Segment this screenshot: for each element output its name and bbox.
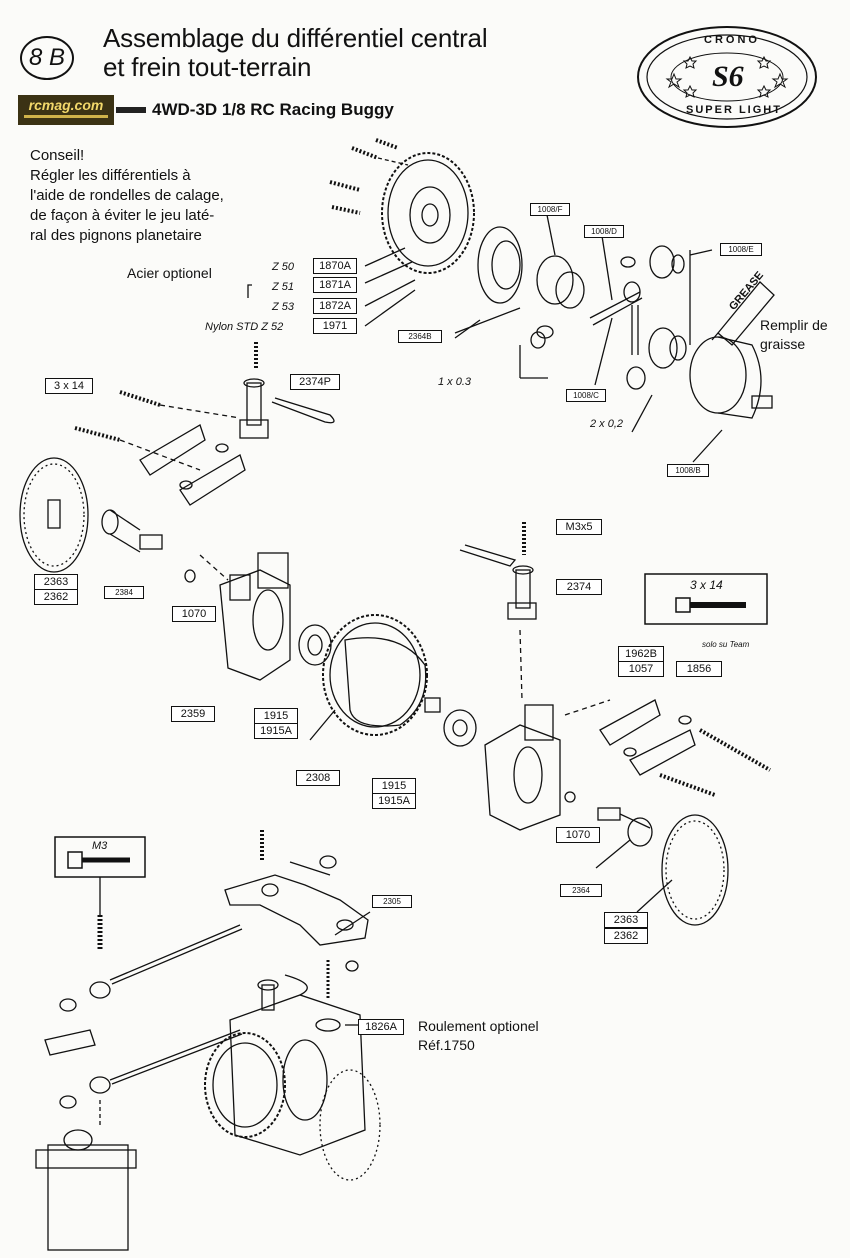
grease-tube [711,281,775,346]
model-name: 4WD-3D 1/8 RC Racing Buggy [152,100,394,119]
part-2364B: 2364B [398,330,442,343]
brake-pads-left [139,424,246,506]
part-2308: 2308 [296,770,340,786]
diff-mount-right [484,704,561,831]
part-1915A-left: 1915A [254,723,298,739]
tip-line: ral des pignons planetaire [30,227,202,244]
part-1856: 1856 [676,661,722,677]
part-1915-right: 1915 [372,778,416,794]
bearing-right-mid [443,709,477,747]
brake-disc-right [661,814,729,926]
part-1070-left: 1070 [172,606,216,622]
section-badge: 8 B [20,36,74,80]
gear-label-z53: Z 53 [272,301,295,313]
shim-1x03-label: 1 x 0.3 [438,376,472,388]
fill-grease-line1: Remplir de [760,317,828,333]
brand-mid-text: S6 [712,60,744,93]
part-2359: 2359 [171,706,215,722]
page-title-line2: et frein tout-terrain [103,52,312,82]
diff-internals [530,245,687,390]
spur-gear-top [381,152,475,274]
drive-cup-right [597,807,653,847]
part-2363-left: 2363 [34,574,78,590]
site-logo-underline [24,115,108,118]
gear-screws [329,138,409,215]
part-1057: 1057 [618,661,664,677]
part-1008B: 1008/B [667,464,709,477]
brand-logo: CRONO S6 SUPER LIGHT [634,24,820,130]
tip-block: Conseil! Régler les différentiels à l'ai… [30,146,230,246]
part-1870A: 1870A [313,258,357,274]
part-2374: 2374 [556,579,602,595]
part-1872A: 1872A [313,298,357,314]
tip-line: l'aide de rondelles de calage, [30,187,224,204]
screw-3x14-label-right: 3 x 14 [690,578,723,592]
part-1915-left: 1915 [254,708,298,724]
site-logo-text: rcmag.com [28,97,104,113]
diff-cover-plate [477,226,523,304]
steel-optional-note: Acier optionel [127,265,212,281]
drive-cup-left [101,509,163,553]
diff-case-mid [344,637,441,727]
part-2384: 2384 [104,586,144,599]
gear-label-z51: Z 51 [272,281,295,293]
part-1826A: 1826A [358,1019,404,1035]
part-2364: 2364 [560,884,602,897]
part-1070-right: 1070 [556,827,600,843]
brake-mount-post-right [459,522,537,620]
part-1971: 1971 [313,318,357,334]
gear-label-z52: Nylon STD Z 52 [205,321,284,333]
part-1871A: 1871A [313,277,357,293]
part-2362-left: 2362 [34,589,78,605]
bearing-optional-note: Roulement optionel Réf.1750 [418,1017,539,1055]
tip-line: de façon à éviter le jeu laté- [30,207,215,224]
brake-pads-right [599,699,696,776]
part-1008F: 1008/F [530,203,570,216]
diff-mount-left [219,552,291,681]
shim-2x02-label: 2 x 0,2 [590,418,624,430]
tip-line: Régler les différentiels à [30,167,191,184]
fill-grease-note: Remplir de graisse [760,316,828,354]
screw-m3-label: M3 [92,840,108,852]
fill-grease-line2: graisse [760,336,806,352]
part-1008C: 1008/C [566,389,606,402]
diff-assembly-installed [204,979,381,1181]
linkage-plate [224,874,369,946]
part-2305: 2305 [372,895,412,908]
site-logo: rcmag.com [18,95,114,125]
part-2374P: 2374P [290,374,340,390]
servo [35,1129,137,1251]
bearing-left [298,624,332,666]
part-2363-right: 2363 [604,912,648,928]
diff-case [689,336,773,419]
screw-3x14-box [644,573,768,625]
part-1008E: 1008/E [720,243,762,256]
part-M3x5: M3x5 [556,519,602,535]
brand-bottom-text: SUPER LIGHT [686,104,782,116]
brake-mount-post [239,342,335,439]
solo-team-note: solo su Team [702,640,750,649]
tip-heading: Conseil! [30,147,85,164]
part-1008D: 1008/D [584,225,624,238]
brake-disc-left [19,457,89,573]
bearing-optional-line2: Réf.1750 [418,1037,475,1053]
spur-gear-mid [322,614,428,736]
brand-top-text: CRONO [704,34,760,46]
model-arrow [116,107,146,113]
gear-label-z50: Z 50 [272,261,295,273]
part-2362-right: 2362 [604,928,648,944]
page-title-line1: Assemblage du différentiel central [103,23,488,53]
part-1962B: 1962B [618,646,664,662]
part-1915A-right: 1915A [372,793,416,809]
screw-3x14-label-left: 3 x 14 [45,378,93,394]
bearing-optional-line1: Roulement optionel [418,1018,539,1034]
